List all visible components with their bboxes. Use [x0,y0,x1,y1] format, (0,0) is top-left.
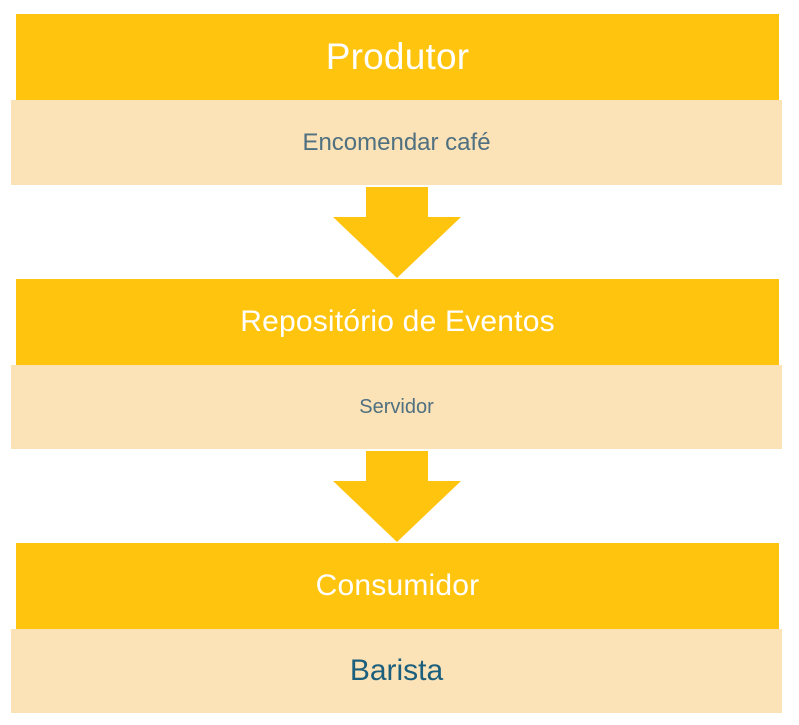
diagram-node-repositorio-de-eventos: Repositório de Eventos Servidor [0,265,799,455]
down-arrow-icon-2 [333,451,461,543]
node-header-produtor: Produtor [16,14,779,100]
node-header-repositorio-de-eventos: Repositório de Eventos [16,279,779,365]
diagram-node-produtor: Produtor Encomendar café [0,0,799,190]
node-body-produtor: Encomendar café [11,100,782,185]
node-body-repositorio-de-eventos: Servidor [11,365,782,449]
node-header-consumidor: Consumidor [16,543,779,629]
down-arrow-icon-1 [333,187,461,279]
diagram-node-consumidor: Consumidor Barista [0,529,799,725]
node-body-consumidor: Barista [11,629,782,713]
